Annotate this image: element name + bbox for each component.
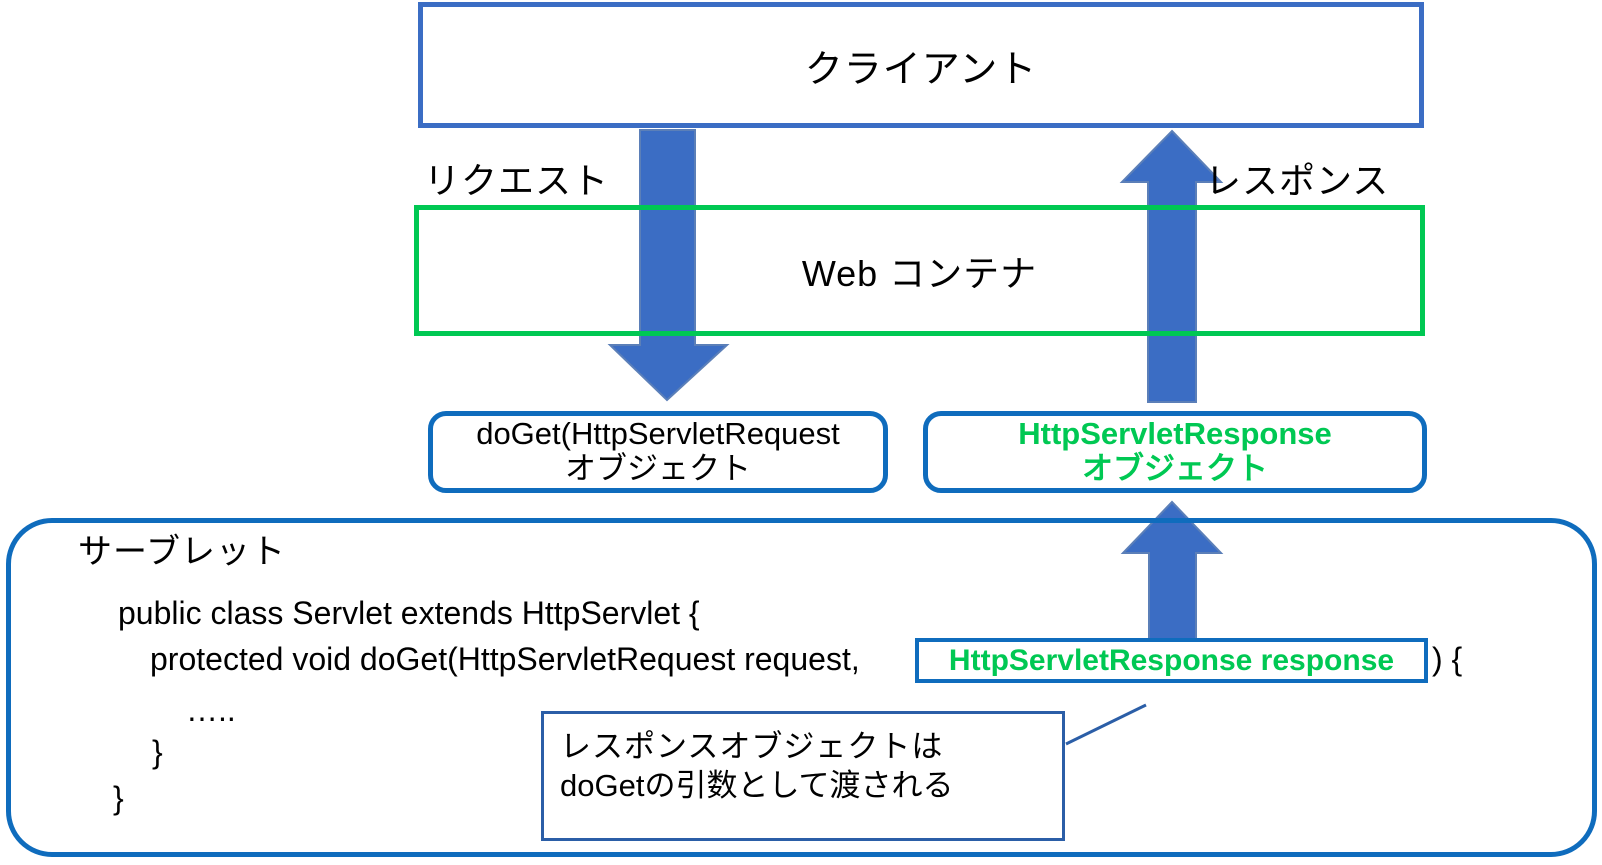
request-object-line1: doGet(HttpServletRequest [476,416,840,452]
response-object-box: HttpServletResponse オブジェクト [923,411,1427,493]
web-container-box: Web コンテナ [414,205,1425,336]
client-box: クライアント [418,2,1424,128]
code-line-2-tail: ) { [1432,641,1463,677]
callout-note-line2: doGetの引数として渡される [560,767,954,803]
callout-note-line1: レスポンスオブジェクトは [560,729,944,764]
code-line-4: } [152,734,163,770]
code-line-2: protected void doGet(HttpServletRequest … [150,641,860,677]
response-object-line2: オブジェクト [1082,451,1268,486]
client-label: クライアント [804,48,1038,91]
request-object-line2: オブジェクト [565,451,751,486]
code-line-5: } [113,780,124,816]
web-container-label: Web コンテナ [801,252,1038,294]
request-object-box: doGet(HttpServletRequest オブジェクト [428,411,888,493]
servlet-box [6,518,1597,857]
servlet-title: サーブレット [78,533,286,571]
response-label: レスポンス [1205,160,1390,201]
response-parameter-highlight-box: HttpServletResponse response [915,638,1428,683]
response-parameter-text: HttpServletResponse response [948,643,1395,677]
response-object-line1: HttpServletResponse [1018,416,1332,452]
callout-note-box: レスポンスオブジェクトは doGetの引数として渡される [541,711,1065,841]
code-line-1: public class Servlet extends HttpServlet… [118,595,700,631]
request-label: リクエスト [424,160,610,201]
code-line-3: ….. [186,692,236,728]
